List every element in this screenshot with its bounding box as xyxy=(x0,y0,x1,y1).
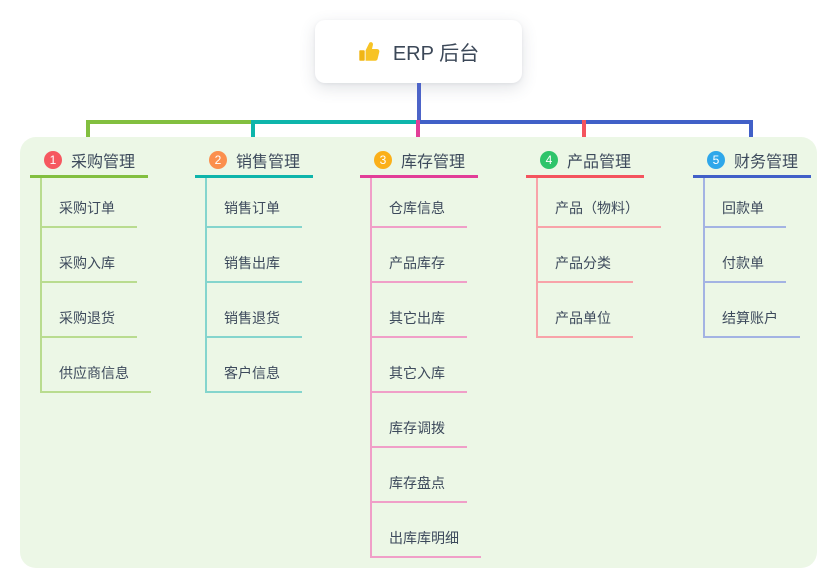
connector-drop-sales xyxy=(251,120,255,150)
connector-bus-sales xyxy=(251,120,420,124)
branch-number-badge: 4 xyxy=(540,151,558,169)
child-node[interactable]: 采购入库 xyxy=(42,228,148,283)
branches-panel: 1 采购管理 采购订单采购入库采购退货供应商信息 2 销售管理 销售订单销售出库… xyxy=(20,137,817,568)
branch-label: 采购管理 xyxy=(71,154,136,171)
branch-children: 产品（物料） 产品分类产品单位 xyxy=(536,178,661,338)
child-node[interactable]: 采购订单 xyxy=(42,178,148,228)
child-node-label: 采购订单 xyxy=(42,198,137,228)
branch-column: 2 销售管理 销售订单销售出库销售退货客户信息 xyxy=(195,145,313,393)
child-node-label: 采购入库 xyxy=(42,253,137,283)
branch-label: 产品管理 xyxy=(567,154,632,171)
child-node[interactable]: 产品（物料） xyxy=(538,178,661,228)
branch-children: 采购订单采购入库采购退货供应商信息 xyxy=(40,178,151,393)
thumbs-up-icon xyxy=(359,41,380,61)
child-node[interactable]: 出库库明细 xyxy=(372,503,481,558)
child-node[interactable]: 库存调拨 xyxy=(372,393,478,448)
branch-node[interactable]: 3 库存管理 xyxy=(360,145,478,178)
branch-number-badge: 2 xyxy=(209,151,227,169)
branch-number-badge: 3 xyxy=(374,151,392,169)
child-node[interactable]: 产品单位 xyxy=(538,283,644,338)
connector-drop-product xyxy=(582,120,586,150)
child-node[interactable]: 客户信息 xyxy=(207,338,313,393)
child-node-label: 客户信息 xyxy=(207,363,302,393)
child-node-label: 结算账户 xyxy=(705,308,800,338)
branch-label: 销售管理 xyxy=(236,154,301,171)
connector-root-stem xyxy=(417,83,421,124)
child-node-label: 其它出库 xyxy=(372,308,467,338)
child-node-label: 供应商信息 xyxy=(42,363,151,393)
branch-label: 财务管理 xyxy=(734,154,799,171)
branch-number-badge: 5 xyxy=(707,151,725,169)
root-node[interactable]: ERP 后台 xyxy=(315,20,522,83)
child-node-label: 产品（物料） xyxy=(538,198,661,228)
child-node[interactable]: 库存盘点 xyxy=(372,448,478,503)
child-node-label: 付款单 xyxy=(705,253,786,283)
branch-number-badge: 1 xyxy=(44,151,62,169)
child-node-label: 库存调拨 xyxy=(372,418,467,448)
child-node[interactable]: 其它入库 xyxy=(372,338,478,393)
root-title: ERP 后台 xyxy=(392,43,480,65)
child-node-label: 销售出库 xyxy=(207,253,302,283)
child-node[interactable]: 采购退货 xyxy=(42,283,148,338)
child-node-label: 回款单 xyxy=(705,198,786,228)
child-node-label: 采购退货 xyxy=(42,308,137,338)
child-node-label: 出库库明细 xyxy=(372,528,481,558)
branch-node[interactable]: 2 销售管理 xyxy=(195,145,313,178)
child-node[interactable]: 供应商信息 xyxy=(42,338,151,393)
branch-node[interactable]: 5 财务管理 xyxy=(693,145,811,178)
child-node[interactable]: 销售退货 xyxy=(207,283,313,338)
child-node-label: 销售退货 xyxy=(207,308,302,338)
branch-column: 3 库存管理 仓库信息产品库存其它出库其它入库库存调拨库存盘点出库库明细 xyxy=(360,145,481,558)
branch-label: 库存管理 xyxy=(401,154,466,171)
child-node-label: 产品单位 xyxy=(538,308,633,338)
branch-node[interactable]: 4 产品管理 xyxy=(526,145,644,178)
child-node[interactable]: 付款单 xyxy=(705,228,811,283)
child-node-label: 销售订单 xyxy=(207,198,302,228)
branch-column: 4 产品管理 产品（物料） 产品分类产品单位 xyxy=(526,145,661,338)
connector-drop-inventory xyxy=(416,120,420,150)
child-node-label: 其它入库 xyxy=(372,363,467,393)
branch-column: 1 采购管理 采购订单采购入库采购退货供应商信息 xyxy=(30,145,151,393)
connector-drop-finance xyxy=(749,120,753,150)
branch-children: 仓库信息产品库存其它出库其它入库库存调拨库存盘点出库库明细 xyxy=(370,178,481,558)
child-node[interactable]: 产品库存 xyxy=(372,228,478,283)
child-node-label: 产品分类 xyxy=(538,253,633,283)
child-node[interactable]: 其它出库 xyxy=(372,283,478,338)
child-node[interactable]: 结算账户 xyxy=(705,283,811,338)
child-node-label: 库存盘点 xyxy=(372,473,467,503)
child-node[interactable]: 仓库信息 xyxy=(372,178,478,228)
child-node[interactable]: 销售订单 xyxy=(207,178,313,228)
branch-children: 回款单付款单结算账户 xyxy=(703,178,811,338)
child-node[interactable]: 产品分类 xyxy=(538,228,644,283)
branch-column: 5 财务管理 回款单付款单结算账户 xyxy=(693,145,811,338)
connector-drop-purchase xyxy=(86,120,90,150)
child-node[interactable]: 销售出库 xyxy=(207,228,313,283)
branch-children: 销售订单销售出库销售退货客户信息 xyxy=(205,178,313,393)
connector-bus-purchase xyxy=(86,120,253,124)
child-node[interactable]: 回款单 xyxy=(705,178,811,228)
branch-node[interactable]: 1 采购管理 xyxy=(30,145,148,178)
child-node-label: 仓库信息 xyxy=(372,198,467,228)
child-node-label: 产品库存 xyxy=(372,253,467,283)
